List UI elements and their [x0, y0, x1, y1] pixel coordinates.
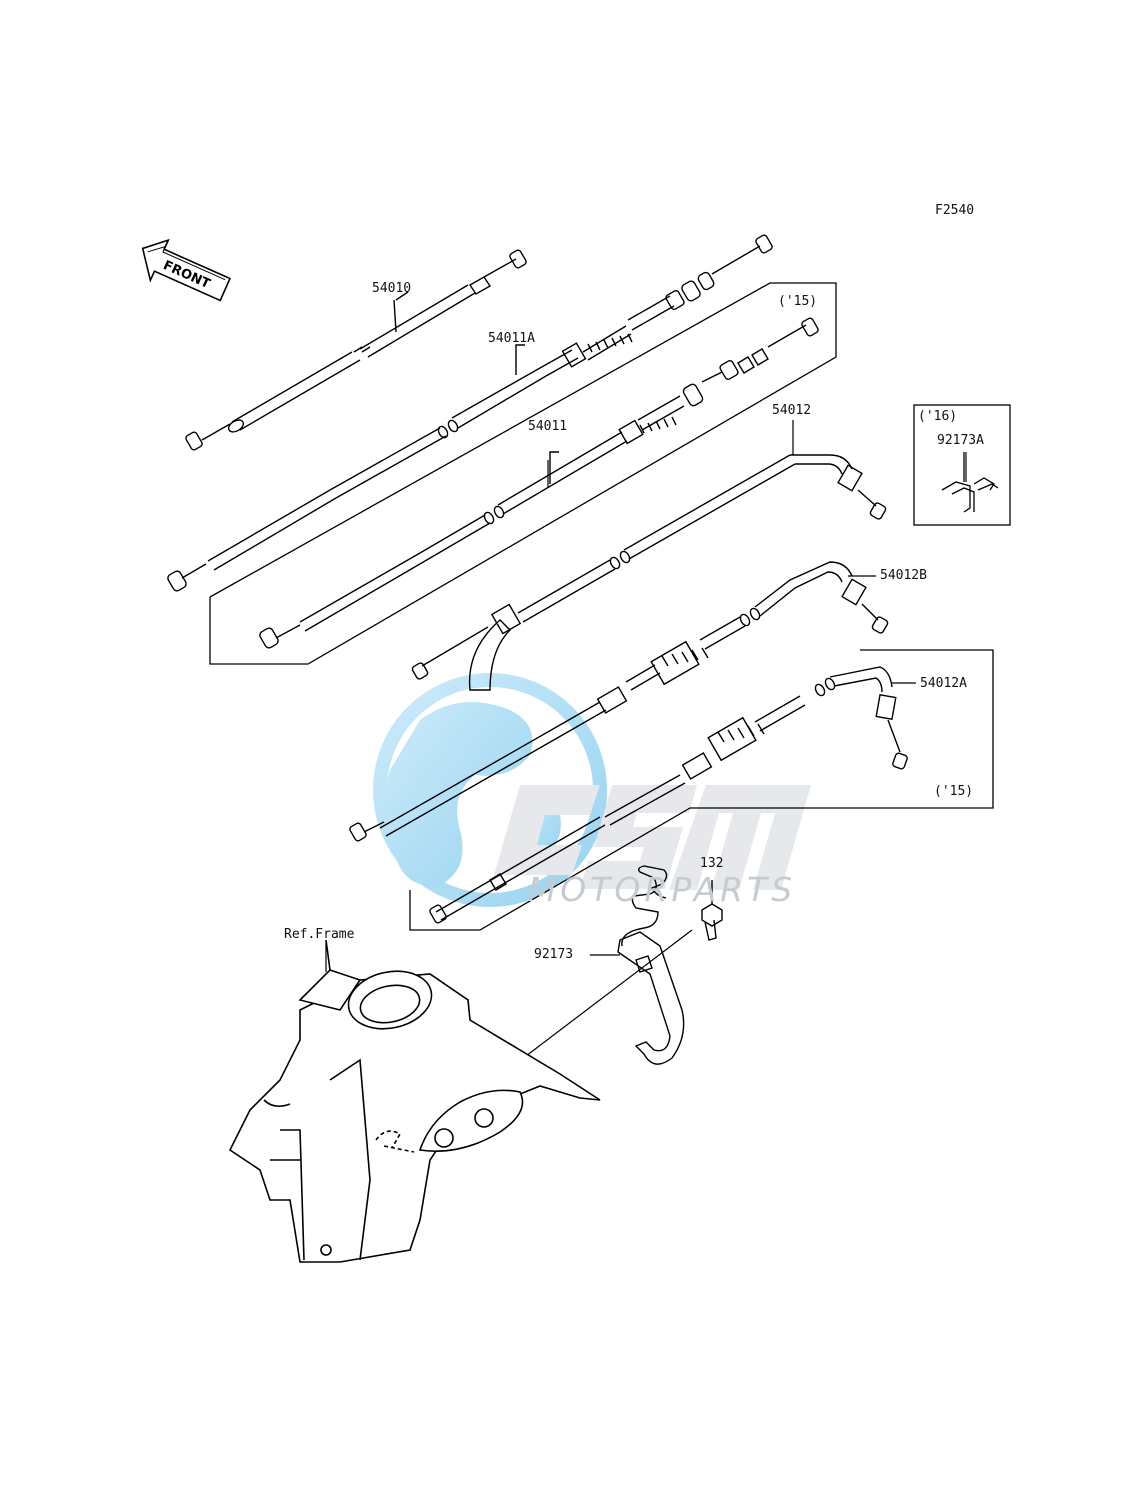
part-label-54011A[interactable]: 54011A [488, 331, 535, 346]
part-label-54012A[interactable]: 54012A [920, 676, 967, 691]
cable-54011A [167, 234, 773, 592]
part-label-54012[interactable]: 54012 [772, 403, 812, 418]
watermark-tagline: MOTORPARTS [527, 870, 797, 909]
part-label-92173A[interactable]: 92173A [937, 433, 984, 448]
part-label-54011[interactable]: 54011 [528, 419, 568, 434]
bolt-132 [701, 880, 723, 941]
part-label-54012B[interactable]: 54012B [880, 568, 927, 583]
bracket-92173 [617, 865, 685, 1065]
clip-92173A [941, 452, 999, 513]
bracket-box-54012A [409, 649, 994, 931]
year-tag-54012A: ('15) [934, 784, 974, 799]
part-label-92173[interactable]: 92173 [534, 947, 574, 962]
watermark-logo [373, 673, 811, 907]
cable-54012 [411, 454, 887, 691]
year-tag-54011: ('15) [778, 294, 818, 309]
cable-54012B [349, 561, 889, 842]
front-arrow-icon: FRONT [141, 238, 232, 302]
part-label-54010[interactable]: 54010 [372, 281, 412, 296]
bracket-box-54011 [209, 282, 837, 665]
diagram-code: F2540 [935, 203, 975, 218]
box-92173A [913, 404, 1011, 526]
cable-54010 [185, 249, 527, 451]
frame-drawing [228, 939, 601, 1263]
year-tag-92173A: ('16) [918, 409, 958, 424]
label-leaders [547, 420, 967, 956]
cable-54011 [259, 317, 819, 649]
leader-bracket-to-frame [525, 929, 693, 1057]
ref-frame-label: Ref.Frame [284, 927, 355, 942]
part-label-132[interactable]: 132 [700, 856, 724, 871]
cable-54012A [429, 666, 908, 924]
